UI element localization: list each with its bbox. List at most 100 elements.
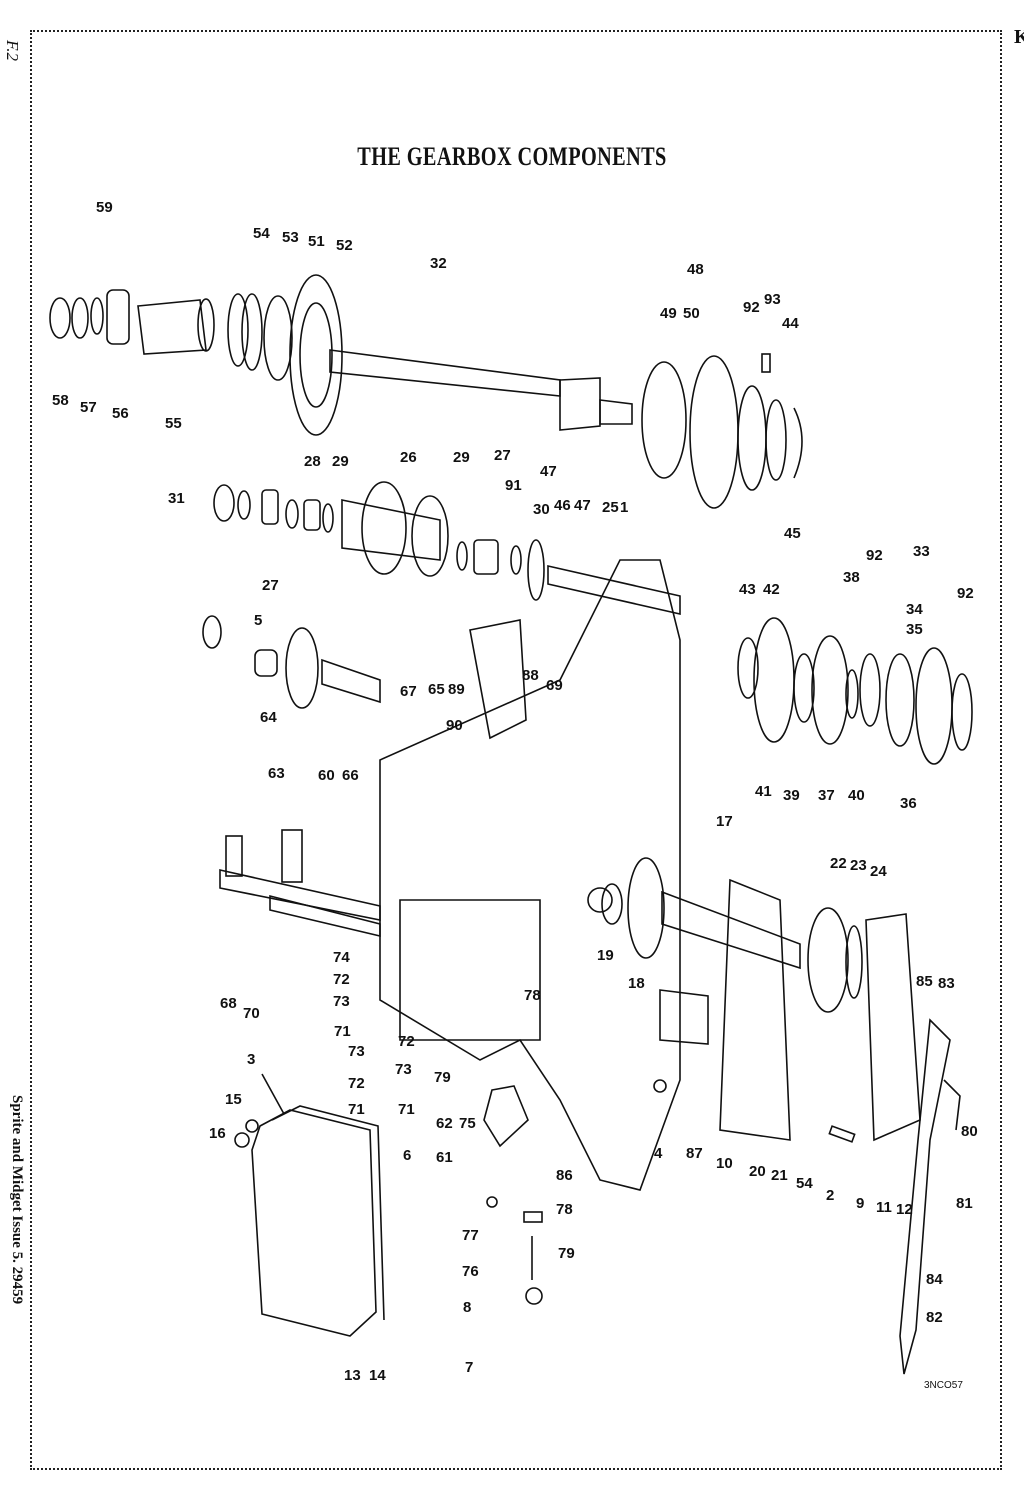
- part-label-68: 68: [220, 995, 237, 1012]
- part-label-8: 8: [463, 1299, 471, 1316]
- part-label-16: 16: [209, 1125, 226, 1142]
- part-label-71: 71: [334, 1023, 351, 1040]
- part-label-27: 27: [262, 577, 279, 594]
- part-label-92: 92: [743, 299, 760, 316]
- part-label-77: 77: [462, 1227, 479, 1244]
- corner-text: K: [1014, 26, 1024, 48]
- part-label-34: 34: [906, 601, 923, 618]
- page-title: THE GEARBOX COMPONENTS: [357, 142, 667, 171]
- part-label-57: 57: [80, 399, 97, 416]
- small-parts: [234, 1073, 856, 1305]
- part-label-85: 85: [916, 973, 933, 990]
- part-label-71: 71: [398, 1101, 415, 1118]
- part-label-83: 83: [938, 975, 955, 992]
- part-label-67: 67: [400, 683, 417, 700]
- part-label-78: 78: [524, 987, 541, 1004]
- page-number: F.2: [3, 40, 22, 61]
- part-label-55: 55: [165, 415, 182, 432]
- part-label-25: 25: [602, 499, 619, 516]
- reverse-gear-assembly: [202, 615, 381, 709]
- part-label-43: 43: [739, 581, 756, 598]
- part-label-29: 29: [332, 453, 349, 470]
- part-label-3: 3: [247, 1051, 255, 1068]
- part-label-62: 62: [436, 1115, 453, 1132]
- part-label-50: 50: [683, 305, 700, 322]
- drawing-reference: 3NCO57: [924, 1380, 963, 1391]
- part-label-26: 26: [400, 449, 417, 466]
- part-label-47: 47: [540, 463, 557, 480]
- part-label-81: 81: [956, 1195, 973, 1212]
- part-label-56: 56: [112, 405, 129, 422]
- part-label-45: 45: [784, 525, 801, 542]
- part-label-65: 65: [428, 681, 445, 698]
- selector-rods: [219, 829, 381, 938]
- remote-control-lever: [899, 1018, 961, 1375]
- part-label-21: 21: [771, 1167, 788, 1184]
- part-label-48: 48: [687, 261, 704, 278]
- part-label-54: 54: [796, 1175, 813, 1192]
- part-label-27: 27: [494, 447, 511, 464]
- part-label-28: 28: [304, 453, 321, 470]
- part-label-20: 20: [749, 1163, 766, 1180]
- part-label-31: 31: [168, 490, 185, 507]
- first-motion-shaft: [601, 857, 921, 1142]
- part-label-74: 74: [333, 949, 350, 966]
- part-label-53: 53: [282, 229, 299, 246]
- part-label-22: 22: [830, 855, 847, 872]
- part-label-39: 39: [783, 787, 800, 804]
- part-label-2: 2: [826, 1187, 834, 1204]
- part-label-71: 71: [348, 1101, 365, 1118]
- part-label-87: 87: [686, 1145, 703, 1162]
- part-label-90: 90: [446, 717, 463, 734]
- part-label-33: 33: [913, 543, 930, 560]
- part-label-49: 49: [660, 305, 677, 322]
- part-label-24: 24: [870, 863, 887, 880]
- part-label-60: 60: [318, 767, 335, 784]
- part-label-92: 92: [866, 547, 883, 564]
- part-label-9: 9: [856, 1195, 864, 1212]
- part-label-80: 80: [961, 1123, 978, 1140]
- part-label-76: 76: [462, 1263, 479, 1280]
- part-label-4: 4: [654, 1145, 663, 1162]
- part-label-69: 69: [546, 677, 563, 694]
- part-label-10: 10: [716, 1155, 733, 1172]
- part-label-73: 73: [333, 993, 350, 1010]
- part-label-11: 11: [876, 1199, 892, 1216]
- part-label-63: 63: [268, 765, 285, 782]
- part-label-1: 1: [620, 499, 628, 516]
- part-label-75: 75: [459, 1115, 476, 1132]
- part-label-37: 37: [818, 787, 835, 804]
- part-label-78: 78: [556, 1201, 573, 1218]
- part-label-12: 12: [896, 1201, 913, 1218]
- part-label-17: 17: [716, 813, 733, 830]
- part-label-19: 19: [597, 947, 614, 964]
- gearbox-casing: [379, 559, 681, 1191]
- part-label-44: 44: [782, 315, 799, 332]
- part-label-32: 32: [430, 255, 447, 272]
- third-motion-gears: [737, 617, 973, 765]
- part-label-59: 59: [96, 199, 113, 216]
- part-label-6: 6: [403, 1147, 411, 1164]
- part-label-86: 86: [556, 1167, 573, 1184]
- part-label-5: 5: [254, 612, 262, 629]
- part-label-93: 93: [764, 291, 781, 308]
- part-label-15: 15: [225, 1091, 242, 1108]
- part-label-46: 46: [554, 497, 571, 514]
- side-cover: [251, 1105, 385, 1337]
- manual-footer: Sprite and Midget Issue 5. 29459: [9, 1095, 25, 1305]
- part-label-47: 47: [574, 497, 591, 514]
- part-label-42: 42: [763, 581, 780, 598]
- mainshaft-assembly: [49, 274, 803, 509]
- part-label-79: 79: [558, 1245, 575, 1262]
- part-label-92: 92: [957, 585, 974, 602]
- part-label-89: 89: [448, 681, 465, 698]
- part-label-14: 14: [369, 1367, 386, 1384]
- part-label-70: 70: [243, 1005, 260, 1022]
- layshaft-assembly: [213, 481, 681, 616]
- part-label-66: 66: [342, 767, 359, 784]
- part-label-82: 82: [926, 1309, 943, 1326]
- part-label-54: 54: [253, 225, 270, 242]
- part-label-40: 40: [848, 787, 865, 804]
